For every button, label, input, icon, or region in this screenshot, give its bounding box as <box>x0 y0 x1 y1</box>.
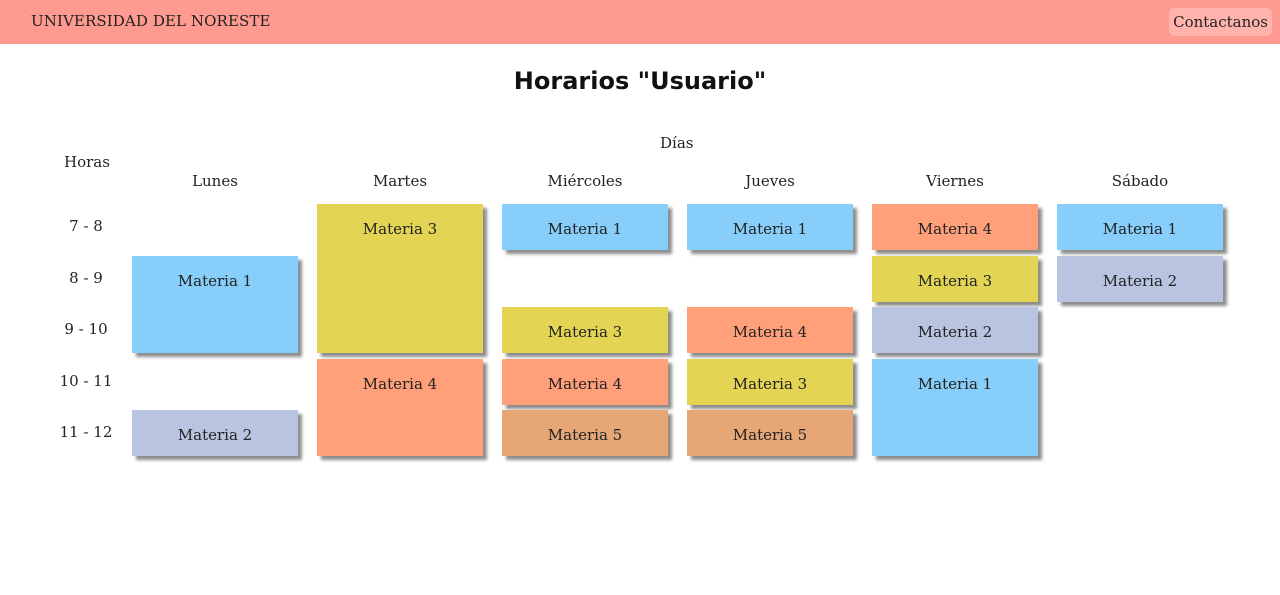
day-header: Miércoles <box>547 172 623 190</box>
hour-label: 7 - 8 <box>69 217 103 235</box>
hour-label: 8 - 9 <box>69 269 103 287</box>
schedule-block[interactable]: Materia 4 <box>872 204 1038 250</box>
day-header: Jueves <box>745 172 795 190</box>
day-header: Sábado <box>1111 172 1169 190</box>
days-caption: Días <box>660 134 694 152</box>
hour-label: 9 - 10 <box>64 320 108 338</box>
schedule-block[interactable]: Materia 5 <box>502 410 668 456</box>
university-name: UNIVERSIDAD DEL NORESTE <box>31 12 271 30</box>
day-header: Lunes <box>192 172 238 190</box>
schedule-block[interactable]: Materia 1 <box>872 359 1038 456</box>
schedule-block[interactable]: Materia 2 <box>132 410 298 456</box>
schedule-block[interactable]: Materia 3 <box>502 307 668 353</box>
schedule-block[interactable]: Materia 4 <box>687 307 853 353</box>
schedule-block[interactable]: Materia 4 <box>502 359 668 405</box>
schedule-block[interactable]: Materia 1 <box>1057 204 1223 250</box>
schedule-block[interactable]: Materia 3 <box>317 204 483 353</box>
schedule-block[interactable]: Materia 2 <box>872 307 1038 353</box>
day-header: Viernes <box>926 172 984 190</box>
schedule-block[interactable]: Materia 1 <box>687 204 853 250</box>
contact-button[interactable]: Contactanos <box>1169 8 1272 36</box>
day-header: Martes <box>372 172 428 190</box>
schedule-block[interactable]: Materia 1 <box>132 256 298 353</box>
hours-caption: Horas <box>64 153 110 171</box>
schedule-block[interactable]: Materia 4 <box>317 359 483 456</box>
schedule-block[interactable]: Materia 3 <box>687 359 853 405</box>
page-title: Horarios "Usuario" <box>513 67 767 95</box>
schedule-block[interactable]: Materia 5 <box>687 410 853 456</box>
schedule-block[interactable]: Materia 3 <box>872 256 1038 302</box>
schedule-block[interactable]: Materia 1 <box>502 204 668 250</box>
hour-label: 10 - 11 <box>59 372 113 390</box>
top-navbar: UNIVERSIDAD DEL NORESTE Contactanos <box>0 0 1280 44</box>
hour-label: 11 - 12 <box>59 423 113 441</box>
schedule-block[interactable]: Materia 2 <box>1057 256 1223 302</box>
